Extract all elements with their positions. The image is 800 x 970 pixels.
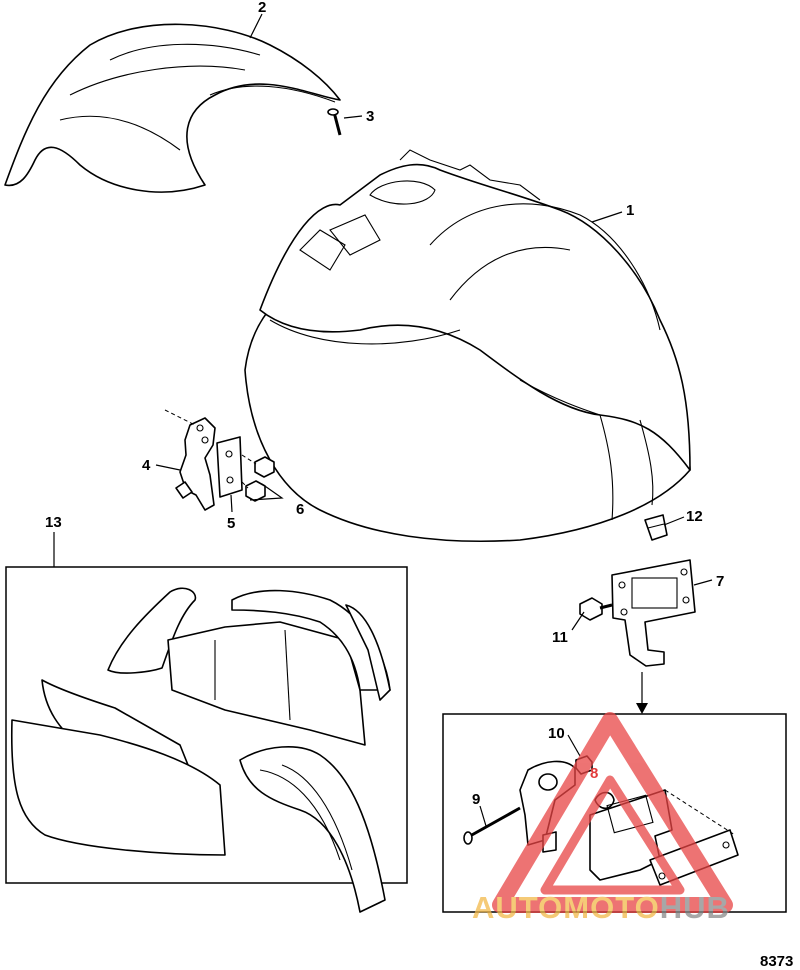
callout-8: 8 bbox=[590, 765, 598, 782]
callouts: 2 3 1 4 5 6 12 13 7 11 10 8 9 8373 bbox=[45, 0, 793, 970]
cowl-panel-kit bbox=[5, 566, 408, 913]
watermark-word-grey: HUB bbox=[660, 890, 730, 925]
mounting-plate bbox=[216, 436, 243, 498]
top-cowl-cover bbox=[4, 23, 341, 193]
callout-13: 13 bbox=[45, 514, 62, 531]
bolts bbox=[241, 454, 275, 502]
callout-4: 4 bbox=[142, 457, 151, 474]
watermark-triangle-logo bbox=[492, 712, 733, 913]
callout-1: 1 bbox=[626, 202, 634, 219]
callout-10: 10 bbox=[548, 725, 565, 742]
main-cowl bbox=[244, 149, 691, 543]
watermark-text: AUTOMOTOHUB bbox=[472, 890, 730, 925]
callout-12: 12 bbox=[686, 508, 703, 525]
callout-2: 2 bbox=[258, 0, 266, 16]
callout-7: 7 bbox=[716, 573, 724, 590]
hinge-bracket bbox=[164, 409, 216, 511]
diagram-id: 8373 bbox=[760, 953, 793, 970]
latch-detail-box bbox=[442, 713, 787, 913]
callout-11: 11 bbox=[552, 629, 568, 646]
automotohub-watermark: AUTOMOTOHUB bbox=[472, 712, 733, 925]
latch-bolt bbox=[579, 597, 613, 621]
latch-bracket bbox=[611, 559, 696, 667]
callout-6: 6 bbox=[296, 501, 304, 518]
leader-lines bbox=[53, 13, 713, 827]
screw bbox=[327, 108, 342, 136]
callout-5: 5 bbox=[227, 515, 235, 532]
callout-3: 3 bbox=[366, 108, 374, 125]
watermark-word-orange: AUTOMOTO bbox=[472, 890, 660, 925]
callout-9: 9 bbox=[472, 791, 480, 808]
latch-clip bbox=[644, 514, 668, 541]
